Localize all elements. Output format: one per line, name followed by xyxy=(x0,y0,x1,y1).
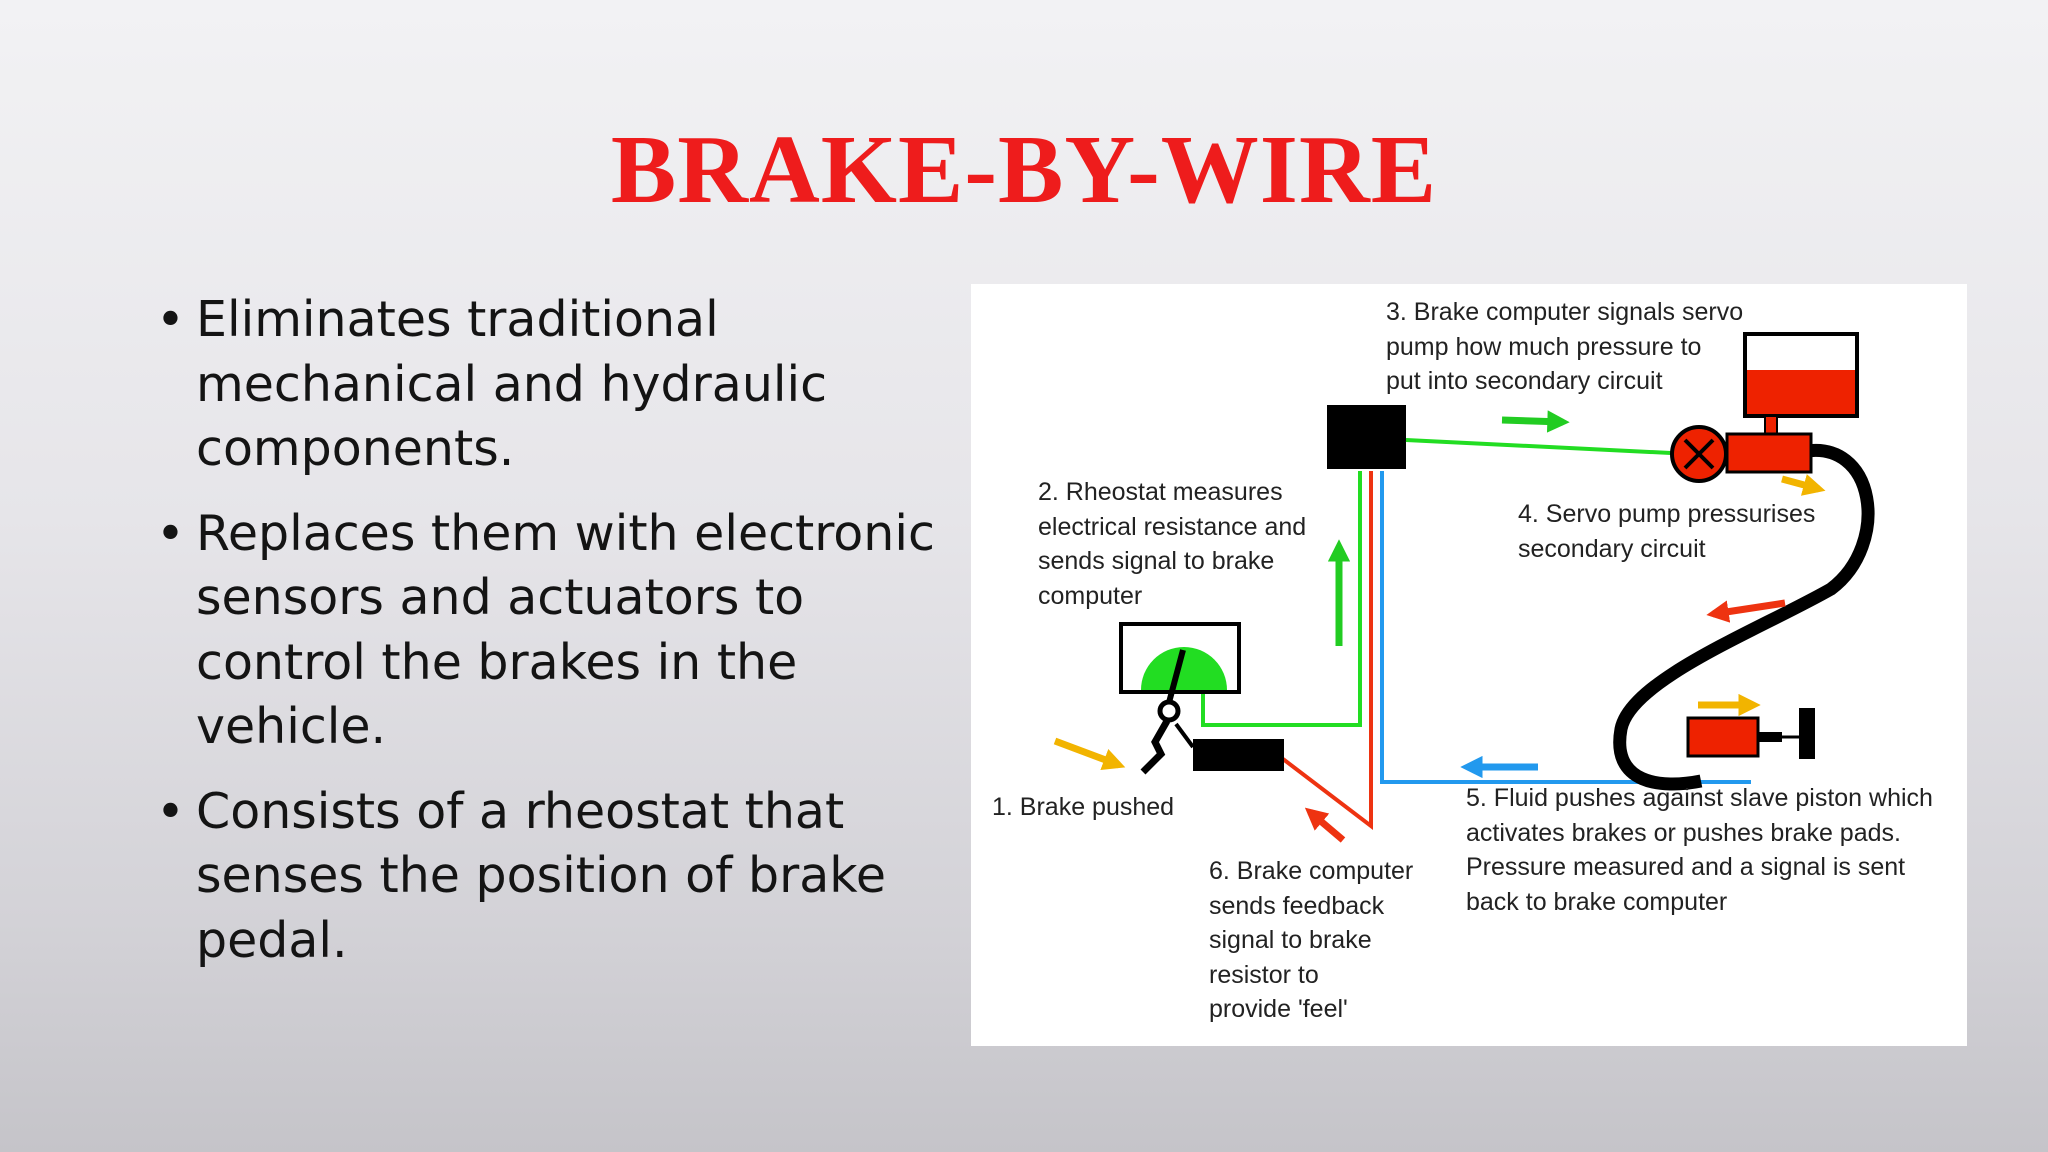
bullet-line: pedal. xyxy=(196,911,348,969)
caption-line: sends feedback xyxy=(1209,891,1385,920)
servo-pump-cross xyxy=(1683,438,1715,470)
caption-line: sends signal to brake xyxy=(1038,547,1275,575)
feedback-wire-red xyxy=(1281,471,1373,831)
bullet-line: Consists of a rheostat that xyxy=(196,782,845,840)
caption-step-1: 1. Brake pushed xyxy=(992,790,1174,825)
reservoir-fluid-level xyxy=(1747,370,1855,414)
slave-cylinder xyxy=(1686,716,1760,758)
bullet-item: • Replaces them with electronic sensors … xyxy=(152,502,942,760)
caption-line: 4. Servo pump pressurises xyxy=(1518,500,1816,528)
arrow-pump-output-icon xyxy=(1781,474,1826,496)
caption-line: activates brakes or pushes brake pads. xyxy=(1466,818,1901,847)
caption-line: provide 'feel' xyxy=(1209,995,1348,1023)
diagram-canvas xyxy=(1053,332,1875,843)
brake-by-wire-diagram: 1. Brake pushed 2. Rheostat measures ele… xyxy=(971,284,1967,1046)
caption-line: 3. Brake computer signals servo xyxy=(1386,298,1744,326)
caption-step-6: 6. Brake computer sends feedback signal … xyxy=(1209,854,1413,1027)
brake-pedal-icon xyxy=(1140,719,1171,775)
pedal-pivot-icon xyxy=(1157,699,1181,723)
bullet-list: • Eliminates traditional mechanical and … xyxy=(152,288,942,993)
caption-line: signal to brake xyxy=(1209,926,1372,954)
rheostat-dial xyxy=(1141,647,1227,690)
brake-pad xyxy=(1799,708,1815,759)
brake-computer-box xyxy=(1327,405,1406,469)
caption-line: resistor to xyxy=(1209,960,1319,989)
caption-line: 2. Rheostat measures xyxy=(1038,478,1283,506)
caption-step-2: 2. Rheostat measures electrical resistan… xyxy=(1038,475,1306,613)
slave-piston-rod xyxy=(1758,732,1782,742)
servo-signal-wire-green xyxy=(1405,438,1672,455)
slide-title: BRAKE-BY-WIRE xyxy=(610,116,1438,224)
caption-line: computer xyxy=(1038,581,1143,610)
bullet-item: • Consists of a rheostat that senses the… xyxy=(152,780,942,974)
arrow-signal-servo-icon xyxy=(1501,410,1570,433)
caption-line: pump how much pressure to xyxy=(1386,332,1702,361)
caption-step-5: 5. Fluid pushes against slave piston whi… xyxy=(1466,781,1933,919)
bullet-dot-icon: • xyxy=(156,504,185,562)
pedal-sensor-block xyxy=(1193,739,1284,771)
bullet-line: control the brakes in the xyxy=(196,633,798,691)
bullet-dot-icon: • xyxy=(156,782,185,840)
caption-step-3: 3. Brake computer signals servo pump how… xyxy=(1386,295,1743,399)
caption-line: Pressure measured and a signal is sent xyxy=(1466,853,1906,881)
signal-wire-green xyxy=(1201,471,1362,727)
caption-line: put into secondary circuit xyxy=(1386,367,1663,395)
caption-step-4: 4. Servo pump pressurises secondary circ… xyxy=(1518,497,1815,566)
bullet-line: Eliminates traditional xyxy=(196,291,719,348)
caption-line: 6. Brake computer xyxy=(1209,857,1414,885)
caption-line: secondary circuit xyxy=(1518,534,1706,563)
bullet-line: vehicle. xyxy=(196,698,387,755)
bullet-line: sensors and actuators to xyxy=(196,569,805,626)
bullet-item: • Eliminates traditional mechanical and … xyxy=(152,288,942,482)
caption-line: back to brake computer xyxy=(1466,887,1728,916)
arrow-pressure-return-icon xyxy=(1706,599,1786,623)
caption-line: 1. Brake pushed xyxy=(992,793,1175,821)
return-wire-blue xyxy=(1380,471,1751,784)
pedal-link-rod xyxy=(1174,722,1195,749)
bullet-line: mechanical and hydraulic xyxy=(196,355,828,413)
bullet-line: components. xyxy=(196,420,515,477)
caption-line: 5. Fluid pushes against slave piston whi… xyxy=(1466,784,1933,812)
caption-line: electrical resistance and xyxy=(1038,512,1307,541)
hydraulic-hose xyxy=(1613,443,1875,791)
bullet-line: senses the position of brake xyxy=(196,847,887,904)
bullet-dot-icon: • xyxy=(156,291,185,348)
bullet-line: Replaces them with electronic xyxy=(196,504,935,562)
arrow-brake-push-icon xyxy=(1053,737,1126,770)
servo-pump-body xyxy=(1725,432,1813,474)
arrow-feedback-icon xyxy=(1304,807,1346,843)
